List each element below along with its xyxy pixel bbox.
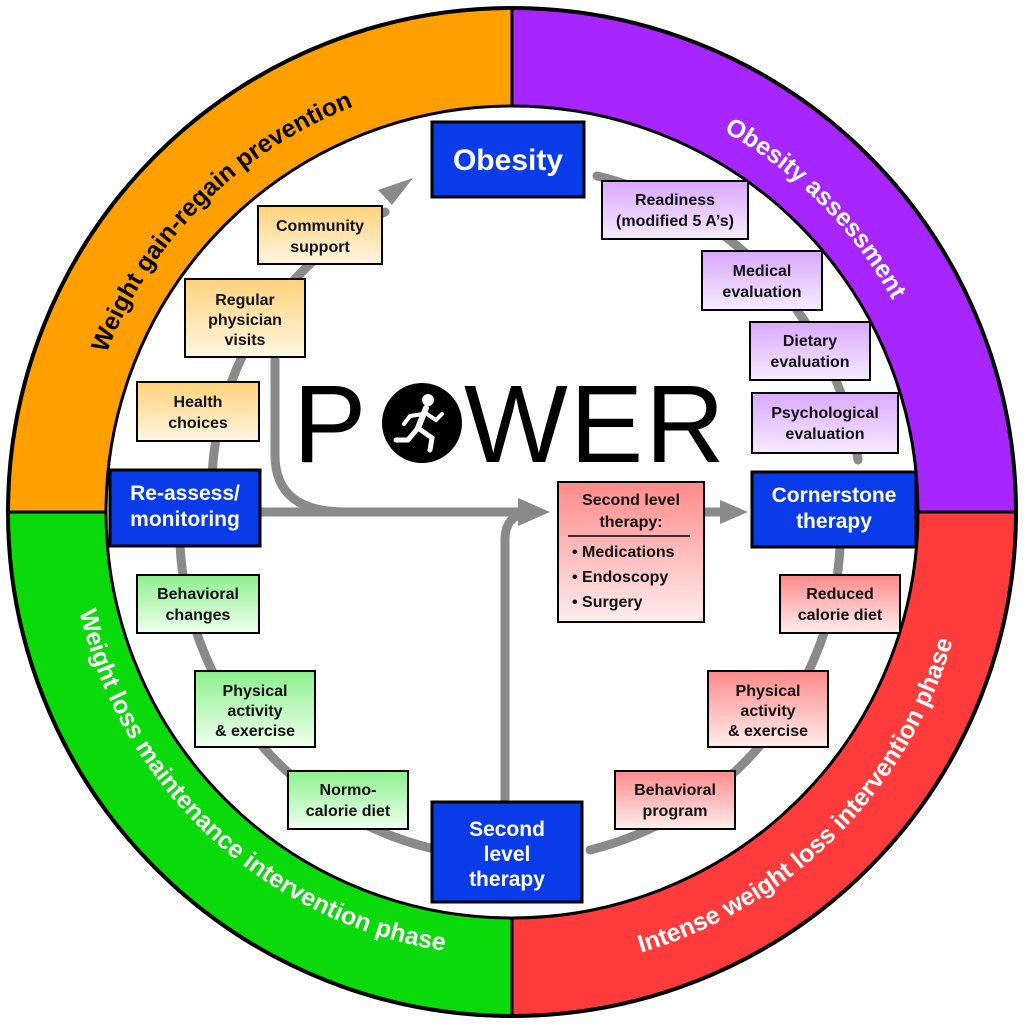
normo-line-1: Normo- <box>320 782 377 799</box>
second-level-line-1: Second <box>469 818 545 841</box>
readiness-line-2: (modified 5 A’s) <box>616 213 734 230</box>
box-second-level-therapy-detail: Second level therapy: • Medications • En… <box>557 481 705 623</box>
box-normo-calorie-diet: Normo- calorie diet <box>287 770 409 830</box>
box-physical-activity-red: Physical activity & exercise <box>707 670 829 748</box>
box-behavioral-changes: Behavioral changes <box>136 574 260 634</box>
box-health-choices: Health choices <box>136 381 260 442</box>
power-title-post: WER <box>464 363 727 486</box>
box-medical-evaluation: Medical evaluation <box>701 250 823 311</box>
arrowhead-to-second-level <box>518 498 550 526</box>
reassess-line-2: monitoring <box>130 508 240 531</box>
cornerstone-line-2: therapy <box>796 510 872 533</box>
box-reduced-calorie-diet: Reduced calorie diet <box>779 574 901 634</box>
box-second-level-therapy: Second level therapy <box>430 800 584 904</box>
box-reassess-monitoring: Re-assess/ monitoring <box>108 468 262 548</box>
box-dietary-evaluation: Dietary evaluation <box>749 321 871 381</box>
psychological-line-2: evaluation <box>785 426 864 443</box>
second-level-line-3: therapy <box>469 868 545 891</box>
arrowhead-to-cornerstone <box>720 500 748 524</box>
detail-title-line-1: Second level <box>582 492 680 509</box>
dietary-line-2: evaluation <box>770 354 849 371</box>
community-line-2: support <box>290 239 350 256</box>
physician-line-2: physician <box>208 312 282 329</box>
reduced-line-2: calorie diet <box>798 607 883 624</box>
box-behavioral-program: Behavioral program <box>614 770 736 830</box>
behavioral-program-line-2: program <box>643 803 708 820</box>
health-line-2: choices <box>168 415 228 432</box>
arrowhead-to-obesity <box>378 178 413 205</box>
physical-green-line-1: Physical <box>223 683 288 700</box>
box-obesity: Obesity <box>430 120 586 199</box>
detail-item-medications: • Medications <box>572 544 675 561</box>
community-line-1: Community <box>276 218 364 235</box>
normo-line-2: calorie diet <box>306 803 391 820</box>
behavioral-program-line-1: Behavioral <box>634 782 716 799</box>
cornerstone-line-1: Cornerstone <box>772 484 897 507</box>
physical-green-line-2: activity <box>227 703 282 720</box>
second-level-line-2: level <box>484 843 531 866</box>
medical-line-2: evaluation <box>722 284 801 301</box>
behavioral-changes-line-1: Behavioral <box>157 586 239 603</box>
runner-icon <box>393 394 444 453</box>
readiness-line-1: Readiness <box>635 192 715 209</box>
behavioral-changes-line-2: changes <box>166 607 231 624</box>
reassess-line-1: Re-assess/ <box>130 482 240 505</box>
box-regular-physician-visits: Regular physician visits <box>184 278 306 358</box>
detail-title-line-2: therapy: <box>599 514 662 531</box>
psychological-line-1: Psychological <box>771 405 879 422</box>
box-cornerstone-therapy: Cornerstone therapy <box>750 470 918 549</box>
physical-red-line-1: Physical <box>736 683 801 700</box>
power-title: P WER <box>293 363 727 486</box>
box-readiness: Readiness (modified 5 A’s) <box>601 180 749 240</box>
reduced-line-1: Reduced <box>806 586 874 603</box>
box-psychological-evaluation: Psychological evaluation <box>751 392 899 454</box>
box-community-support: Community support <box>257 205 383 265</box>
physical-red-line-3: & exercise <box>728 723 808 740</box>
physical-red-line-2: activity <box>740 703 795 720</box>
obesity-label: Obesity <box>453 144 563 177</box>
health-line-1: Health <box>174 394 223 411</box>
power-title-pre: P <box>293 363 368 486</box>
dietary-line-1: Dietary <box>783 333 837 350</box>
physician-line-1: Regular <box>215 292 275 309</box>
detail-item-endoscopy: • Endoscopy <box>572 569 668 586</box>
physician-line-3: visits <box>225 332 266 349</box>
physical-green-line-3: & exercise <box>215 723 295 740</box>
medical-line-1: Medical <box>733 263 792 280</box>
box-physical-activity-green: Physical activity & exercise <box>194 670 316 748</box>
detail-item-surgery: • Surgery <box>572 594 643 611</box>
